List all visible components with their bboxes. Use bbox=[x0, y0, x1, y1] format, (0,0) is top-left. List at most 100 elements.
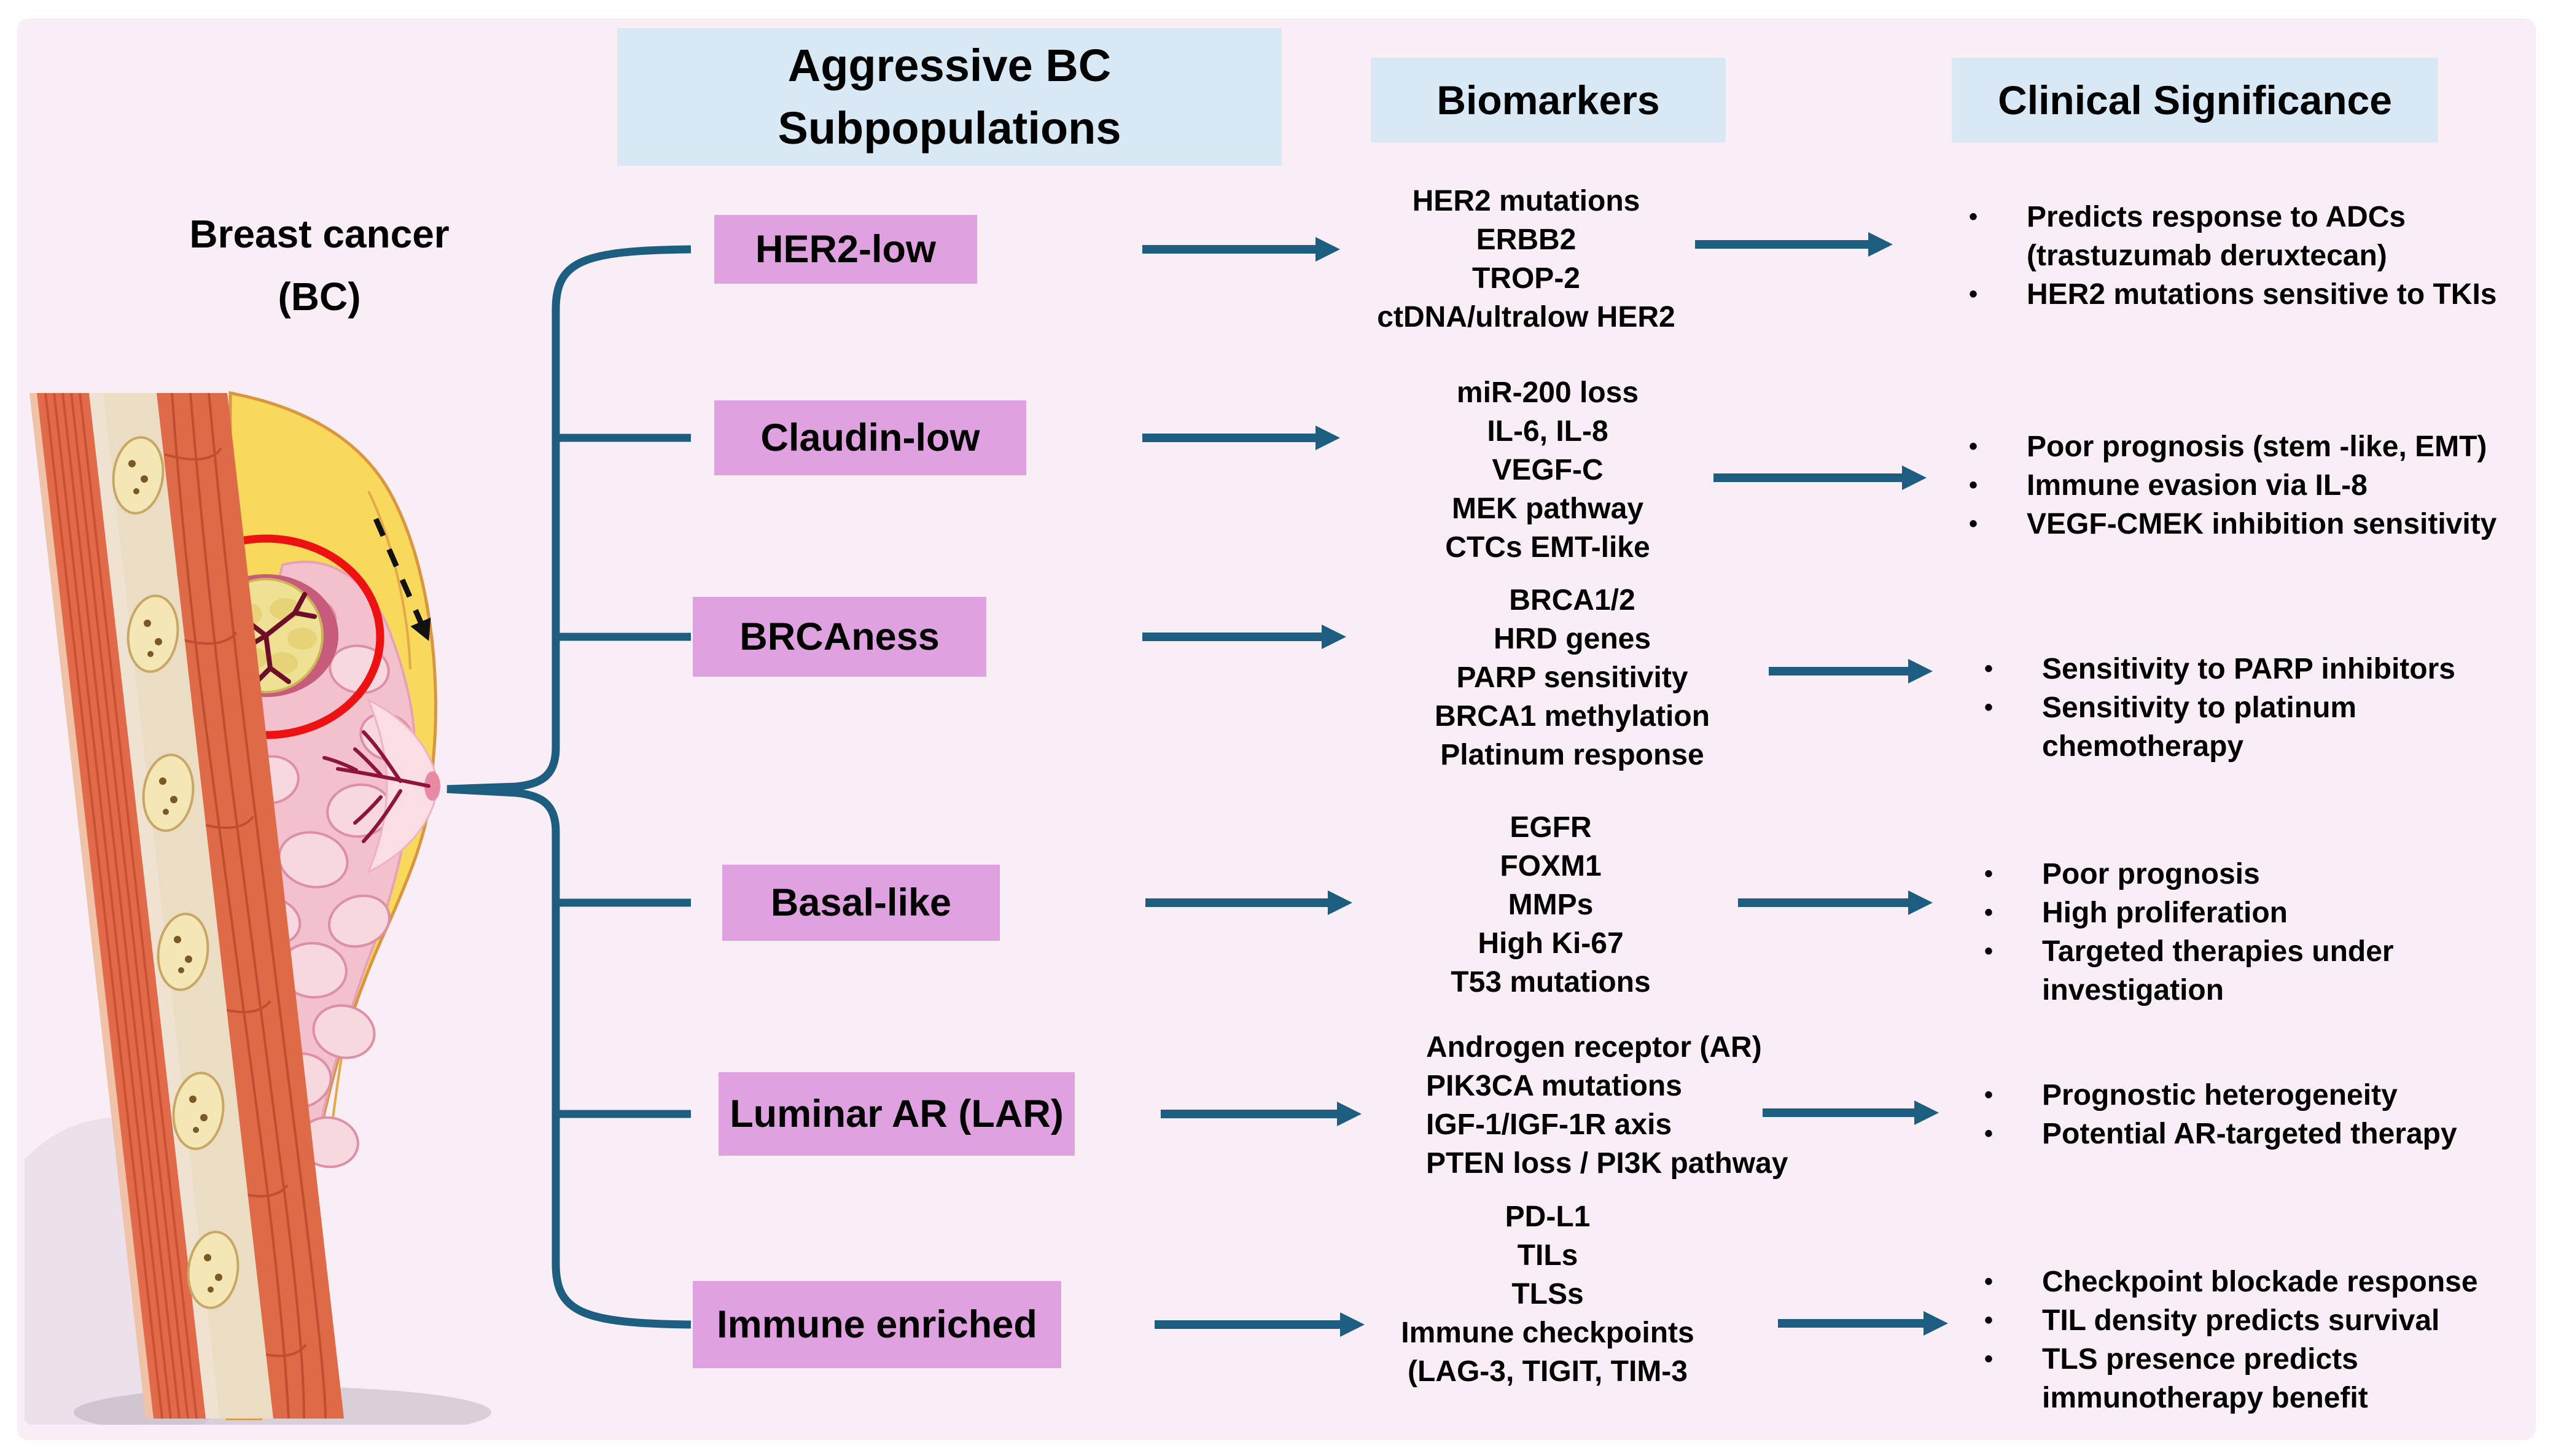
biomarker-line: TILs bbox=[1517, 1239, 1578, 1272]
bullet-icon: • bbox=[1984, 938, 1994, 965]
significance-item: • Sensitivity to platinum chemotherapy bbox=[1981, 688, 2553, 766]
biomarker-line: BRCA1/2 bbox=[1509, 584, 1635, 617]
significance-line: investigation bbox=[2042, 974, 2224, 1006]
biomarker-line: ERBB2 bbox=[1476, 224, 1577, 256]
significance-item: • Potential AR-targeted therapy bbox=[1981, 1115, 2553, 1153]
significance-list-claudin-low: • Poor prognosis (stem -like, EMT) • Imm… bbox=[1965, 427, 2553, 543]
significance-list-brcaness: • Sensitivity to PARP inhibitors • Sensi… bbox=[1981, 650, 2553, 766]
significance-line: Sensitivity to platinum bbox=[2042, 691, 2357, 724]
significance-item: • VEGF-CMEK inhibition sensitivity bbox=[1965, 505, 2553, 543]
bullet-icon: • bbox=[1984, 655, 1994, 682]
biomarker-line: HER2 mutations bbox=[1412, 185, 1640, 217]
bullet-icon: • bbox=[1969, 472, 1978, 499]
bullet-icon: • bbox=[1984, 899, 1994, 926]
biomarker-line: PTEN loss / PI3K pathway bbox=[1426, 1147, 1788, 1180]
chest-wall bbox=[29, 393, 344, 1419]
breast-cancer-label-line: Breast cancer bbox=[189, 212, 450, 256]
biomarker-line: MMPs bbox=[1508, 889, 1594, 921]
nipple-and-ducts bbox=[322, 698, 440, 874]
bullet-icon: • bbox=[1984, 1268, 1994, 1295]
pill-text: HER2-low bbox=[755, 228, 937, 271]
significance-line: Prognostic heterogeneity bbox=[2042, 1079, 2398, 1111]
biomarker-line: FOXM1 bbox=[1500, 850, 1602, 882]
significance-line: TLS presence predicts bbox=[2042, 1343, 2358, 1376]
biomarker-line: MEK pathway bbox=[1451, 492, 1644, 525]
header-line: Clinical Significance bbox=[1998, 77, 2392, 123]
significance-line: VEGF-CMEK inhibition sensitivity bbox=[2027, 508, 2497, 540]
bullet-icon: • bbox=[1984, 1345, 1994, 1372]
bullet-icon: • bbox=[1984, 860, 1994, 887]
biomarker-line: VEGF-C bbox=[1492, 454, 1604, 486]
significance-line: chemotherapy bbox=[2042, 730, 2244, 763]
significance-list-her2-low: • Predicts response to ADCs (trastuzumab… bbox=[1965, 198, 2549, 314]
pill-text: Basal-like bbox=[770, 881, 952, 924]
bullet-icon: • bbox=[1969, 433, 1978, 460]
significance-line: Predicts response to ADCs bbox=[2027, 201, 2406, 233]
figure-background-panel bbox=[17, 18, 2536, 1440]
significance-list-luminar-ar: • Prognostic heterogeneity • Potential A… bbox=[1981, 1076, 2553, 1153]
header-biomarkers: Biomarkers bbox=[1371, 58, 1726, 142]
subpopulation-label-luminar-ar: Luminar AR (LAR) bbox=[719, 1072, 1075, 1156]
significance-list-immune-enriched: • Checkpoint blockade response • TIL den… bbox=[1981, 1263, 2553, 1417]
breast-anatomy-illustration bbox=[25, 391, 491, 1425]
header-line: Biomarkers bbox=[1436, 77, 1660, 123]
biomarker-line: IGF-1/IGF-1R axis bbox=[1426, 1108, 1672, 1141]
biomarker-list-brcaness: BRCA1/2 HRD genes PARP sensitivity BRCA1… bbox=[1357, 581, 1787, 774]
significance-item: • Poor prognosis bbox=[1981, 855, 2553, 893]
significance-line: Poor prognosis (stem -like, EMT) bbox=[2027, 430, 2487, 463]
rib-marrow-dots bbox=[128, 460, 222, 1293]
biomarker-line: BRCA1 methylation bbox=[1434, 700, 1710, 733]
bullet-icon: • bbox=[1984, 694, 1994, 721]
biomarker-line: PD-L1 bbox=[1505, 1201, 1591, 1233]
significance-line: Targeted therapies under bbox=[2042, 935, 2394, 968]
subpopulation-label-brcaness: BRCAness bbox=[693, 597, 986, 677]
bullet-icon: • bbox=[1984, 1307, 1994, 1334]
subpopulation-label-basal-like: Basal-like bbox=[722, 865, 1000, 941]
header-line: Subpopulations bbox=[778, 103, 1121, 154]
bullet-icon: • bbox=[1969, 510, 1978, 537]
significance-line: HER2 mutations sensitive to TKIs bbox=[2027, 278, 2497, 311]
significance-item: • Predicts response to ADCs (trastuzumab… bbox=[1965, 198, 2549, 275]
biomarker-line: ctDNA/ultralow HER2 bbox=[1377, 301, 1675, 333]
significance-line: Potential AR-targeted therapy bbox=[2042, 1118, 2457, 1150]
biomarker-line: CTCs EMT-like bbox=[1445, 531, 1650, 564]
bullet-icon: • bbox=[1984, 1120, 1994, 1147]
pill-text: BRCAness bbox=[739, 615, 940, 658]
significance-item: • Checkpoint blockade response bbox=[1981, 1263, 2553, 1301]
significance-item: • Sensitivity to PARP inhibitors bbox=[1981, 650, 2553, 688]
biomarker-line: Platinum response bbox=[1440, 739, 1704, 771]
significance-line: High proliferation bbox=[2042, 897, 2288, 929]
significance-item: • HER2 mutations sensitive to TKIs bbox=[1965, 275, 2549, 314]
significance-item: • Targeted therapies under investigation bbox=[1981, 932, 2553, 1010]
biomarker-list-luminar-ar: Androgen receptor (AR) PIK3CA mutations … bbox=[1426, 1028, 1905, 1183]
significance-item: • Prognostic heterogeneity bbox=[1981, 1076, 2553, 1115]
significance-line: TIL density predicts survival bbox=[2042, 1304, 2440, 1337]
significance-item: • Immune evasion via IL-8 bbox=[1965, 466, 2553, 505]
biomarker-line: HRD genes bbox=[1493, 623, 1651, 655]
biomarker-list-basal-like: EGFR FOXM1 MMPs High Ki-67 T53 mutations bbox=[1339, 808, 1763, 1002]
significance-list-basal-like: • Poor prognosis • High proliferation • … bbox=[1981, 855, 2553, 1010]
subpopulation-label-claudin-low: Claudin-low bbox=[714, 400, 1026, 475]
biomarker-line: TROP-2 bbox=[1471, 262, 1580, 295]
pill-text: Claudin-low bbox=[760, 416, 980, 459]
significance-item: • High proliferation bbox=[1981, 893, 2553, 932]
ribs bbox=[112, 436, 240, 1309]
bullet-icon: • bbox=[1984, 1081, 1994, 1108]
breast-cancer-label-line: (BC) bbox=[278, 274, 361, 319]
pill-text: Luminar AR (LAR) bbox=[730, 1092, 1064, 1135]
significance-line: Poor prognosis bbox=[2042, 858, 2260, 890]
pill-text: Immune enriched bbox=[717, 1303, 1037, 1346]
biomarker-line: TLSs bbox=[1511, 1278, 1584, 1310]
biomarker-line: T53 mutations bbox=[1451, 966, 1651, 999]
biomarker-line: miR-200 loss bbox=[1456, 376, 1639, 409]
significance-line: (trastuzumab deruxtecan) bbox=[2027, 239, 2387, 272]
subpopulation-label-immune-enriched: Immune enriched bbox=[693, 1281, 1061, 1368]
header-aggressive-bc-subpopulations: Aggressive BC Subpopulations bbox=[617, 28, 1282, 166]
header-line: Aggressive BC bbox=[787, 40, 1112, 91]
significance-item: • TIL density predicts survival bbox=[1981, 1301, 2553, 1340]
breast-cancer-label: Breast cancer (BC) bbox=[147, 203, 491, 328]
biomarker-line: PARP sensitivity bbox=[1456, 661, 1688, 694]
significance-line: Checkpoint blockade response bbox=[2042, 1266, 2478, 1298]
significance-line: Sensitivity to PARP inhibitors bbox=[2042, 653, 2455, 685]
